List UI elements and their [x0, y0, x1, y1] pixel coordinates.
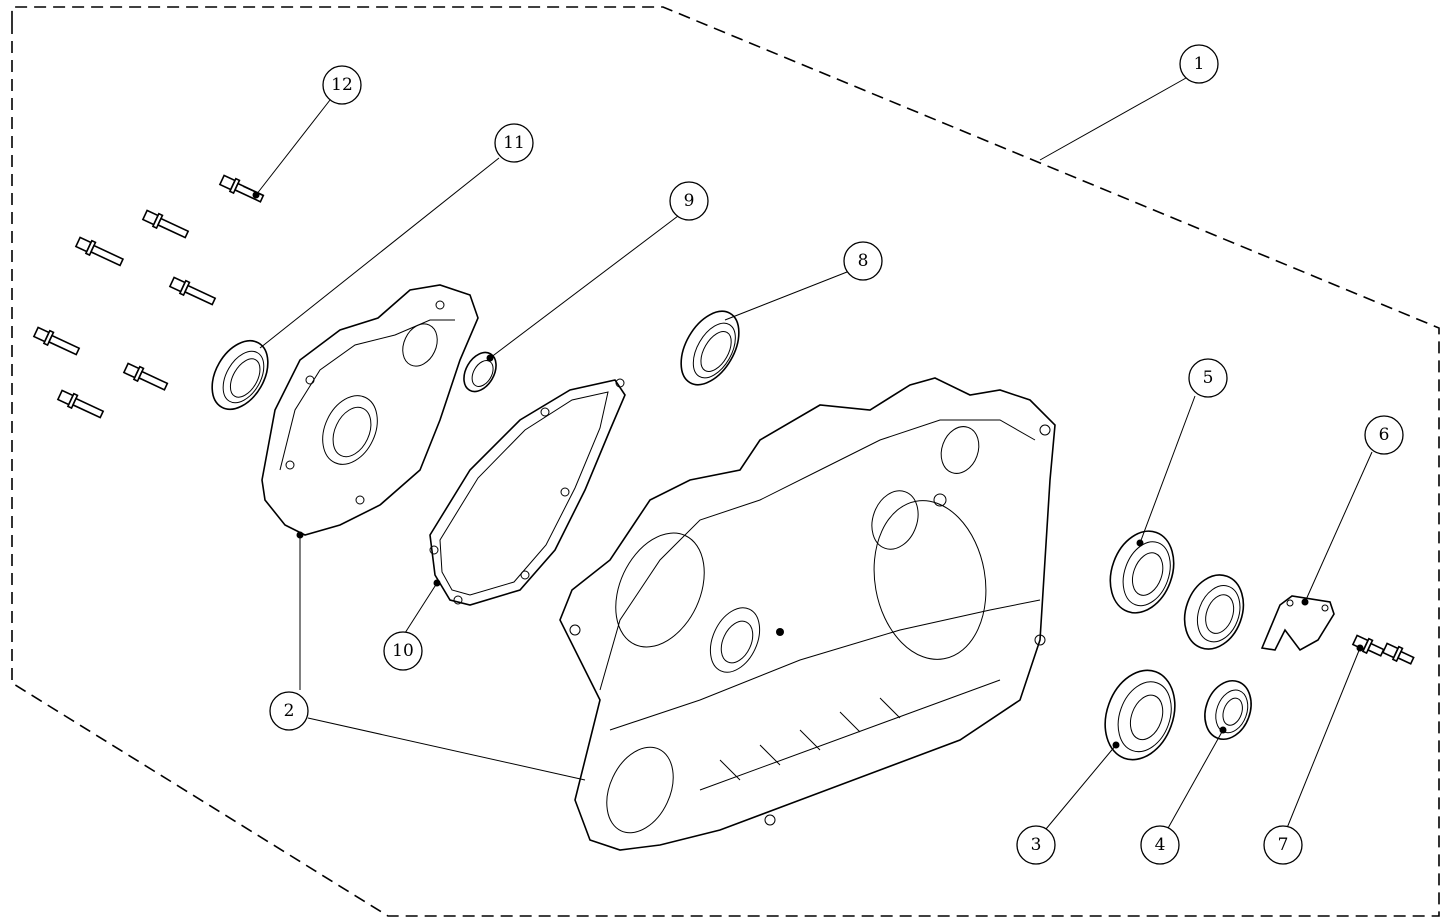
callout-label: 2 [284, 701, 295, 721]
crankcase-half-2 [559, 377, 1056, 851]
callout-7: 7 [1263, 825, 1303, 865]
callout-label: 12 [331, 75, 353, 95]
callout-3: 3 [1016, 825, 1056, 865]
callout-1: 1 [1179, 44, 1219, 84]
callout-label: 10 [392, 641, 414, 661]
callout-label: 7 [1278, 835, 1289, 855]
callout-12: 12 [322, 65, 362, 105]
bearing-4 [1204, 680, 1252, 740]
callout-label: 4 [1155, 835, 1166, 855]
retainer-plate-6 [1260, 595, 1335, 652]
callout-9: 9 [669, 181, 709, 221]
callout-label: 11 [503, 133, 525, 153]
bolt-group-12 [32, 174, 265, 419]
oil-seal-8 [680, 310, 740, 386]
oil-seal-11 [211, 339, 269, 411]
callout-8: 8 [843, 241, 883, 281]
callout-label: 8 [858, 251, 869, 271]
callout-label: 5 [1203, 368, 1214, 388]
callout-label: 6 [1379, 425, 1390, 445]
callout-11: 11 [494, 123, 534, 163]
assembly-boundary [11, 6, 1440, 917]
callout-10: 10 [383, 631, 423, 671]
callout-label: 3 [1031, 835, 1042, 855]
bolt-group-7 [1351, 634, 1415, 665]
oil-seal-9 [463, 351, 497, 393]
callout-6: 6 [1364, 415, 1404, 455]
bearing-unlabeled [1183, 574, 1245, 650]
side-cover-2 [261, 284, 479, 536]
callout-2: 2 [269, 691, 309, 731]
callout-label: 9 [684, 191, 695, 211]
bearing-5 [1109, 530, 1175, 614]
callout-5: 5 [1188, 358, 1228, 398]
gasket-10 [429, 378, 626, 606]
leader-lines [252, 77, 1373, 831]
callout-label: 1 [1194, 54, 1205, 74]
callout-4: 4 [1140, 825, 1180, 865]
bearing-3 [1104, 669, 1176, 761]
